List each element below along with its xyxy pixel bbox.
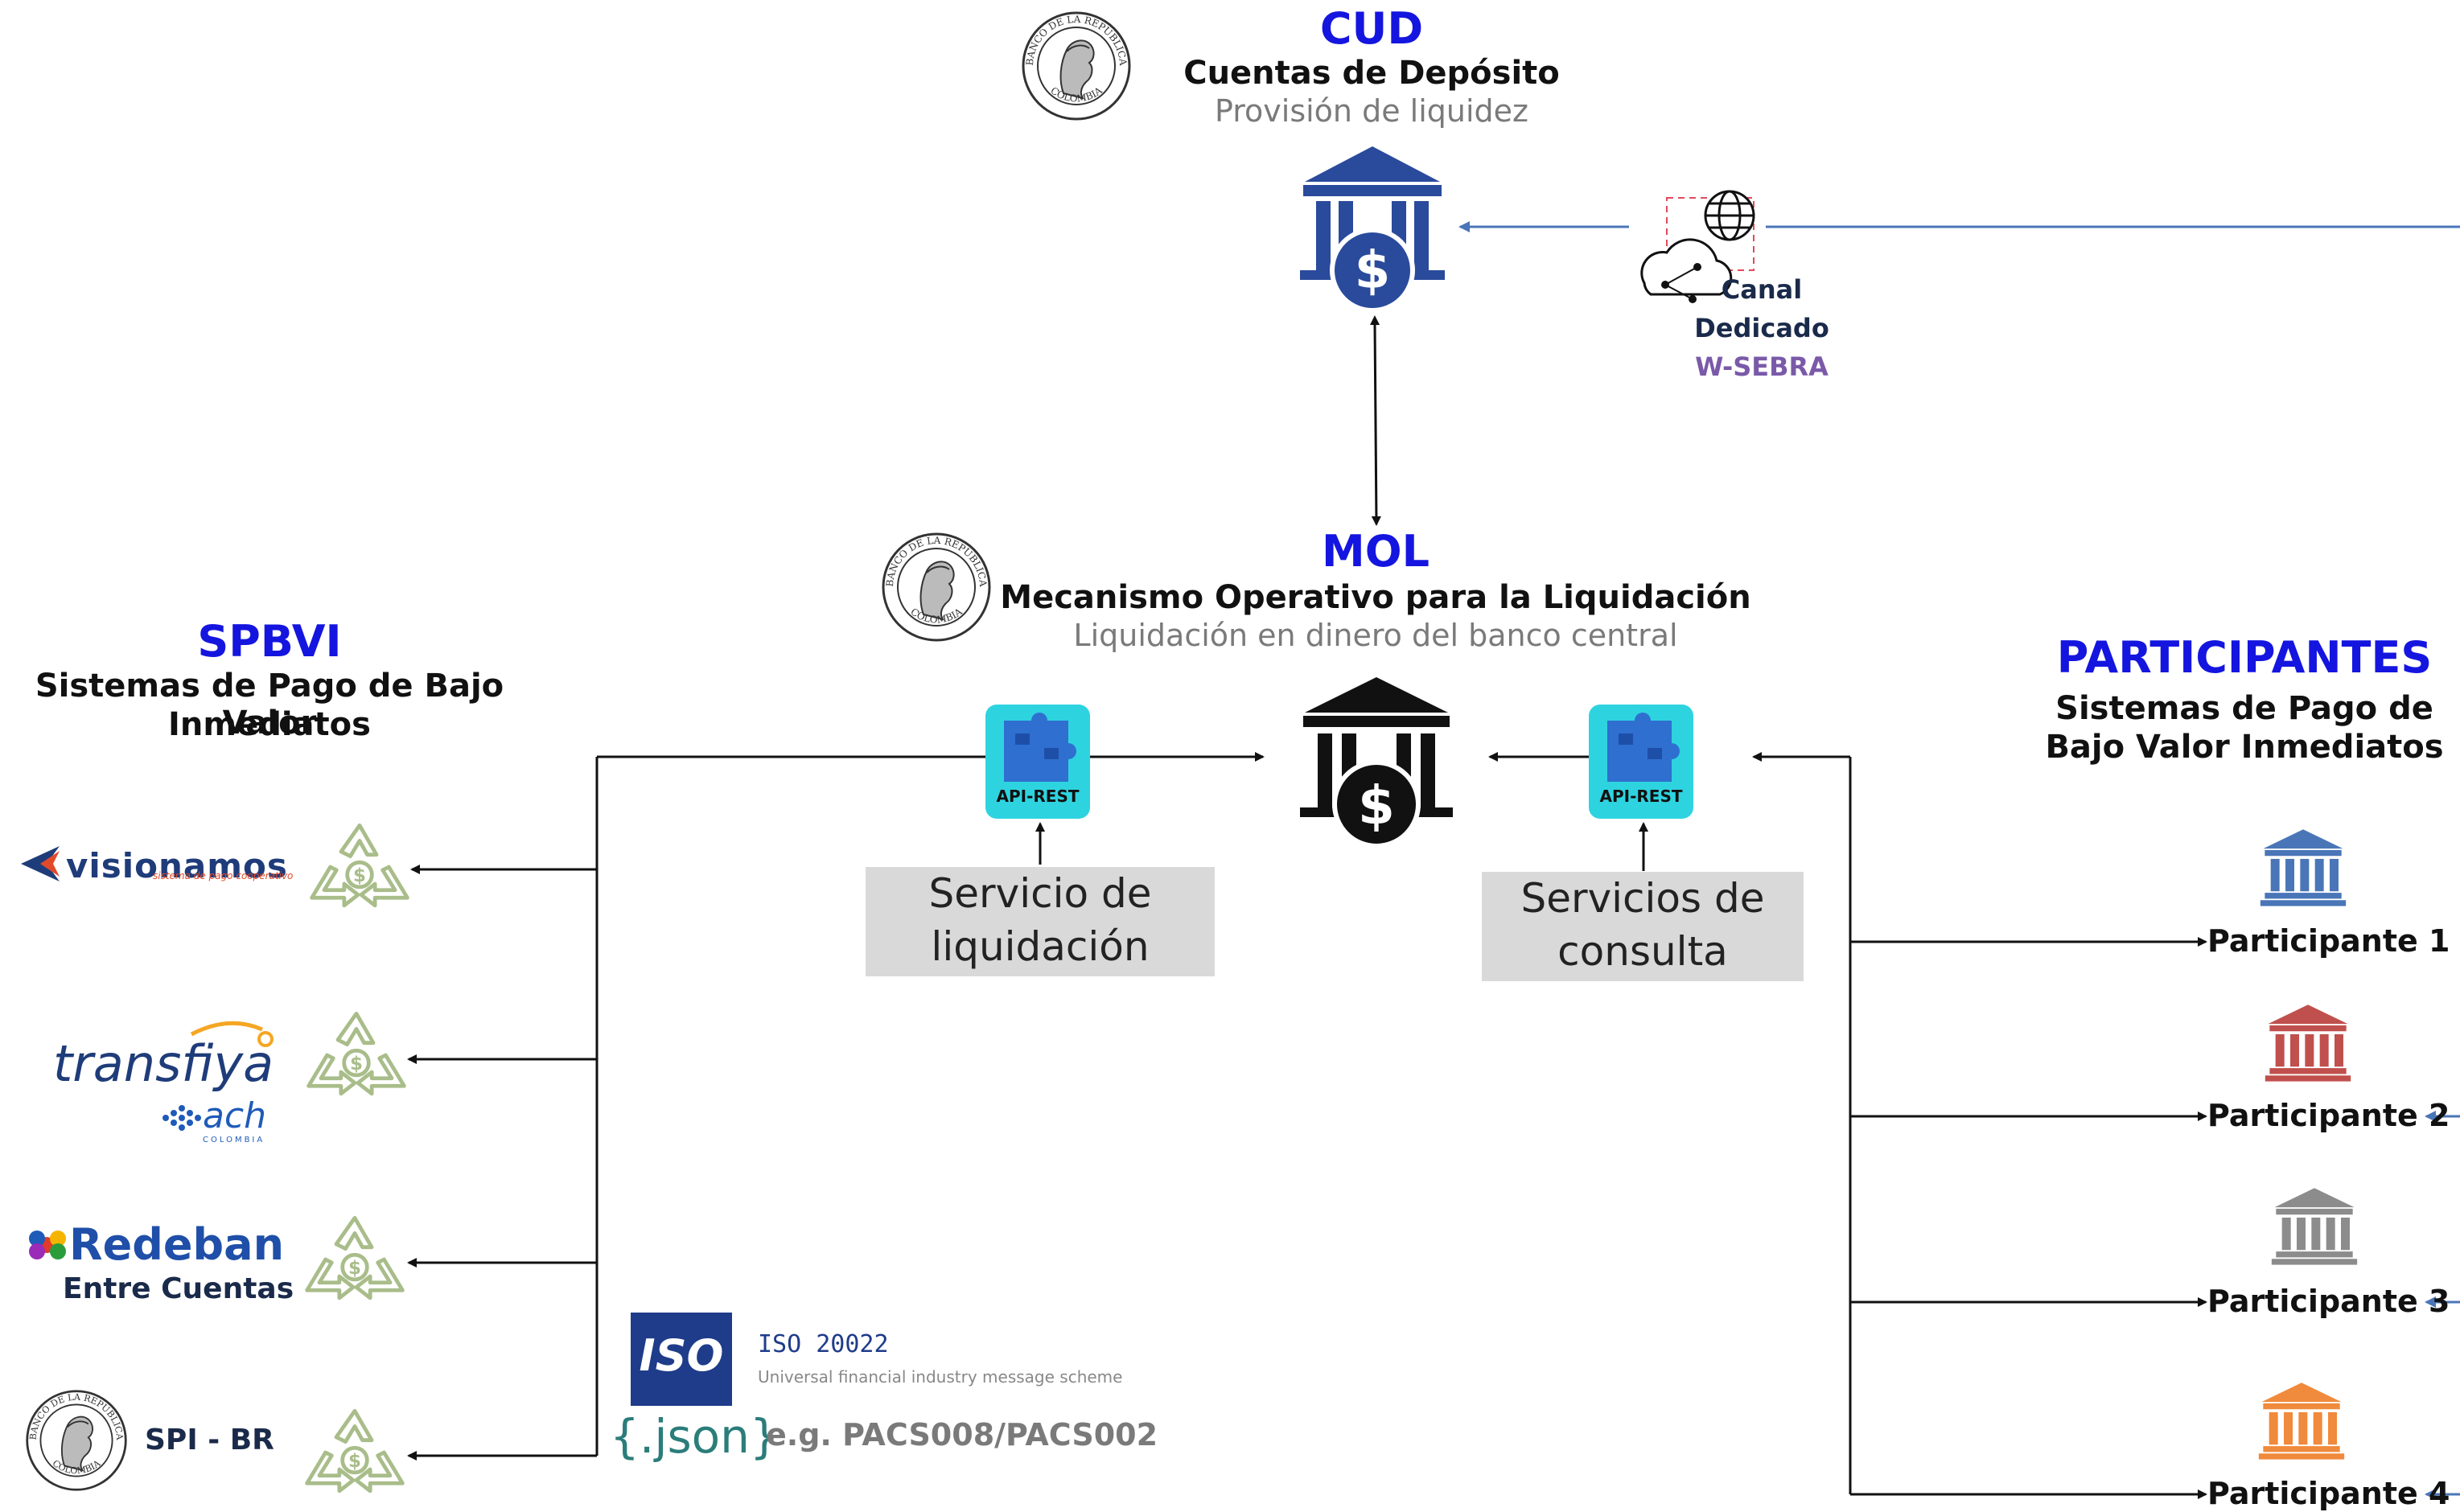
redeban-logo: Redeban <box>69 1219 285 1270</box>
canal-line-1: Canal <box>1721 274 1803 305</box>
participante-2-bank-icon <box>2265 1005 2351 1082</box>
iso-title: ISO 20022 <box>758 1330 889 1358</box>
api-right-label: API-REST <box>1599 787 1683 806</box>
participantes-name-line-1: Sistemas de Pago de <box>2055 690 2433 727</box>
spbvi-name-line-2: Inmediatos <box>168 706 371 743</box>
servicio-liquidacion-line-2: liquidación <box>931 923 1150 970</box>
cloud-network-icon <box>1640 197 1754 303</box>
participantes-acronym: PARTICIPANTES <box>2056 632 2433 683</box>
message-example: e.g. PACS008/PACS002 <box>766 1417 1158 1452</box>
visionamos-subtitle: sistema de pago cooperativo <box>153 870 294 881</box>
participante-1-label: Participante 1 <box>2207 923 2450 959</box>
cud-description: Provisión de liquidez <box>1214 93 1528 129</box>
servicio-liquidacion-line-1: Servicio de <box>928 870 1152 917</box>
participantes-name-line-2: Bajo Valor Inmediatos <box>2045 729 2444 766</box>
cud-seal-icon <box>1022 11 1131 121</box>
servicios-consulta-box: Servicios de consulta <box>1482 872 1804 981</box>
canal-dedicado-label: Canal Dedicado W-SEBRA <box>1673 270 1850 386</box>
svg-text:$: $ <box>1358 774 1395 836</box>
participante-3-bank-icon <box>2271 1188 2358 1265</box>
api-right-puzzle-icon <box>1589 705 1693 819</box>
servicios-consulta-line-2: consulta <box>1557 928 1728 975</box>
iso-mark: ISO <box>639 1330 724 1381</box>
svg-text:$: $ <box>1355 241 1391 301</box>
iso-subtitle: Universal financial industry message sch… <box>758 1367 1123 1387</box>
mol-acronym: MOL <box>1321 526 1430 577</box>
cud-mol-connector <box>1370 315 1381 526</box>
visionamos-recycle-money-icon <box>312 825 408 906</box>
mol-bank-dollar-icon: $ <box>1300 677 1453 848</box>
ach-logo: ach <box>203 1095 267 1136</box>
mol-name: Mecanismo Operativo para la Liquidación <box>1000 579 1751 616</box>
canal-line-3: W-SEBRA <box>1695 351 1829 382</box>
cud-name: Cuentas de Depósito <box>1183 55 1560 92</box>
redeban-caption: Entre Cuentas <box>63 1272 294 1305</box>
ach-caption: COLOMBIA <box>203 1136 265 1144</box>
visionamos-logo: visionamos <box>66 846 288 885</box>
transfiya-dot-mark <box>257 1031 274 1047</box>
cud-bank-dollar-icon: $ <box>1300 146 1445 313</box>
globe-icon <box>1704 190 1755 241</box>
cud-acronym: CUD <box>1319 3 1424 54</box>
redeban-logo-mark <box>29 1231 66 1259</box>
spi-seal-icon <box>26 1390 127 1491</box>
transfiya-logo: transfiya <box>53 1034 274 1093</box>
json-mark: {.json} <box>610 1409 780 1464</box>
iso-logo <box>631 1313 732 1406</box>
spbvi-acronym: SPBVI <box>197 616 342 667</box>
canal-line-2: Dedicado <box>1694 313 1829 343</box>
participante-2-label: Participante 2 <box>2207 1098 2450 1133</box>
api-left-puzzle-icon <box>985 705 1090 819</box>
transfiya-arc-mark <box>190 1021 263 1037</box>
visionamos-logo-mark <box>21 846 60 881</box>
participante-4-bank-icon <box>2258 1383 2345 1460</box>
servicios-consulta-line-1: Servicios de <box>1520 875 1765 922</box>
mol-description: Liquidación en dinero del banco central <box>1073 618 1678 653</box>
servicio-liquidacion-box: Servicio de liquidación <box>866 867 1215 976</box>
participante-4-label: Participante 4 <box>2207 1476 2450 1511</box>
spi-br-caption: SPI - BR <box>145 1424 274 1457</box>
participante-1-bank-icon <box>2260 829 2347 906</box>
ach-dots-logo-mark <box>162 1105 201 1131</box>
spbvi-name-line-1: Sistemas de Pago de Bajo Valor <box>35 668 504 742</box>
redeban-recycle-money-icon <box>307 1218 403 1298</box>
api-left-label: API-REST <box>996 787 1080 806</box>
transfiya-recycle-money-icon <box>309 1013 405 1094</box>
spi-recycle-money-icon <box>307 1411 403 1491</box>
participante-3-label: Participante 3 <box>2207 1284 2450 1319</box>
mol-seal-icon <box>882 532 991 642</box>
